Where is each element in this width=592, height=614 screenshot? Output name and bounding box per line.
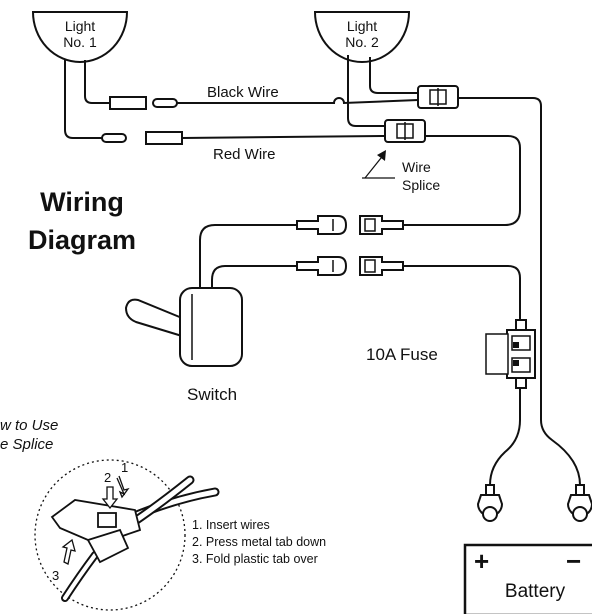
switch-lower-wire xyxy=(211,265,297,290)
fuse-holder-bottom-cap xyxy=(515,377,527,389)
wire-splice-label-line1: Wire xyxy=(402,159,431,175)
switch-label: Switch xyxy=(187,385,237,404)
switch-toggle xyxy=(124,298,183,337)
fuse-label: 10A Fuse xyxy=(366,345,438,364)
light-2-label-line1: Light xyxy=(347,18,377,34)
detail-arrow-1 xyxy=(116,475,130,499)
battery-label: Battery xyxy=(505,581,566,602)
how-to-step-1: 1. Insert wires xyxy=(192,518,270,532)
light-1-label-line2: No. 1 xyxy=(63,34,97,50)
detail-arrow-2 xyxy=(101,486,119,510)
light2-wire-a xyxy=(369,57,418,94)
battery-plus-sign: + xyxy=(474,546,489,576)
detail-splice-body xyxy=(86,528,130,564)
black-wire-light1 xyxy=(84,60,110,104)
how-to-step-2: 2. Press metal tab down xyxy=(192,535,326,549)
bullet-connector-red-female xyxy=(145,131,183,145)
bullet-connector-black-male xyxy=(152,98,178,108)
red-wire-light1 xyxy=(64,60,102,139)
light-1-housing xyxy=(31,11,129,63)
how-to-step-3: 3. Fold plastic tab over xyxy=(192,552,318,566)
black-wire-label: Black Wire xyxy=(207,84,279,101)
light-2-label-line2: No. 2 xyxy=(345,34,379,50)
diagram-title-line1: Wiring xyxy=(40,187,124,217)
how-to-title-line2: e Splice xyxy=(0,436,53,453)
battery-minus-sign: − xyxy=(566,546,581,576)
switch-body xyxy=(179,287,243,367)
switch-upper-wire xyxy=(199,224,297,290)
switch-upper-female-connector xyxy=(296,215,348,235)
wire-splice-label-line2: Splice xyxy=(402,177,440,193)
black-wire-to-battery xyxy=(458,97,581,486)
black-wire-main xyxy=(177,97,419,105)
detail-splice-tab xyxy=(50,499,142,543)
diagram-title-line2: Diagram xyxy=(28,225,136,255)
bullet-connector-red-male xyxy=(101,133,127,143)
detail-step-number-2: 2 xyxy=(104,470,111,485)
fuse-holder-top-cap xyxy=(515,319,527,331)
red-wire-label: Red Wire xyxy=(213,146,276,163)
detail-step-number-1: 1 xyxy=(121,460,128,475)
detail-splice-metal xyxy=(97,512,117,528)
detail-step-number-3: 3 xyxy=(52,568,59,583)
detail-arrow-3 xyxy=(61,538,76,565)
light-2-housing xyxy=(313,11,411,63)
fuse-blade xyxy=(485,333,509,375)
light2-wire-b xyxy=(347,55,385,127)
how-to-detail-circle xyxy=(34,459,186,611)
light-1-label-line1: Light xyxy=(65,18,95,34)
battery-box xyxy=(463,543,592,614)
how-to-title-line1: w to Use xyxy=(0,417,58,434)
fuse-feed-wire xyxy=(403,265,521,320)
red-wire-main xyxy=(181,135,386,139)
fuse-to-battery-wire xyxy=(489,388,521,486)
bullet-connector-black-female xyxy=(109,96,147,110)
red-wire-to-switch xyxy=(403,135,521,226)
switch-lower-female-connector xyxy=(296,256,348,276)
